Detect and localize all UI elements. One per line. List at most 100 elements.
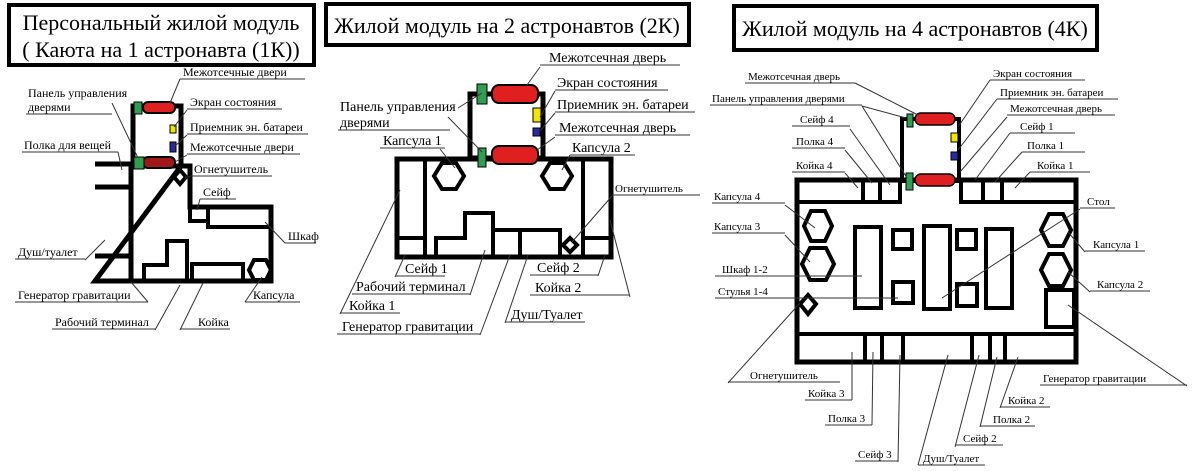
label-module-1k-labels-doors-top: Межотсечные двери [183, 65, 287, 79]
callout-module-2k-labels-door-top: Межотсечная дверь [526, 51, 680, 86]
extinguisher-1k [171, 166, 189, 188]
leader-line [954, 354, 980, 448]
callout-module-4k-labels-capsule-2: Капсула 2 [1067, 271, 1150, 293]
label-module-2k-labels-capsule-2: Капсула 2 [572, 141, 631, 156]
label-module-4k-labels-chairs: Стулья 1-4 [718, 286, 768, 298]
callout-module-1k-labels-wardrobe: Шкаф [264, 221, 319, 244]
label-module-1k-labels-safe: Сейф [203, 185, 231, 199]
chair-3-4k [891, 280, 915, 305]
top-strip-left-4k [795, 178, 902, 204]
title-2k: Жилой модуль на 2 астронавтов (2К) [334, 13, 680, 38]
leader-line [727, 302, 801, 384]
door-panel-top-1k [133, 101, 143, 115]
capsule-2-4k [1038, 252, 1074, 288]
label-module-2k-labels-extinguisher: Огнетушитель [615, 183, 683, 195]
label-module-4k-labels-shelf-4: Полка 4 [796, 136, 834, 148]
status-screen-4k [950, 132, 959, 143]
label-module-2k-labels-panel-2: дверями [340, 116, 390, 131]
label-module-1k-labels-panel-1: Панель управления [28, 86, 128, 100]
title-box-2k [324, 2, 691, 47]
door-bottom-1k [142, 156, 176, 169]
leader-line [264, 221, 286, 244]
callout-module-2k-labels-door-bottom: Межотсечная дверь [536, 121, 690, 151]
capsule-2-2k [539, 161, 575, 191]
label-module-4k-labels-wardrobe: Шкаф 1-2 [722, 264, 768, 276]
capsule-3-4k [799, 246, 837, 282]
label-module-4k-labels-panel: Панель управления дверями [712, 93, 845, 105]
callout-module-1k-labels-shelf: Полка для вещей [22, 138, 123, 171]
door-panel-top-2k [476, 83, 488, 105]
callout-module-1k-labels-safe: Сейф [196, 185, 236, 211]
battery-receiver-1k [169, 141, 177, 153]
label-module-2k-labels-terminal: Рабочий терминал [356, 280, 466, 295]
leader-line [539, 112, 556, 132]
leader-line [974, 132, 1011, 181]
callout-module-4k-labels-bed-2: Койка 2 [999, 356, 1050, 409]
callout-module-2k-labels-capsule-1: Капсула 1 [380, 134, 456, 169]
callout-module-1k-labels-bed: Койка [179, 282, 230, 331]
label-module-1k-labels-gravity: Генератор гравитации [18, 288, 131, 302]
leader-line [469, 249, 486, 296]
leader-line [526, 66, 541, 86]
label-module-4k-labels-safe-4: Сейф 4 [800, 114, 834, 126]
leader-line [536, 136, 556, 151]
callout-module-1k-labels-extinguisher: Огнетушитель [185, 162, 272, 178]
extinguisher-4k [797, 291, 819, 318]
title-1k-line2: ( Каюта на 1 астронавта (1К)) [22, 37, 299, 62]
label-module-4k-labels-capsule-2: Капсула 2 [1097, 279, 1143, 291]
label-module-2k-labels-safe-2: Сейф 2 [537, 261, 580, 276]
callout-module-4k-labels-shelf-1: Полка 1 [994, 140, 1085, 183]
capsule-1k [246, 258, 274, 282]
callout-module-4k-labels-panel: Панель управления дверями [710, 93, 908, 179]
callout-module-1k-labels-doors-top: Межотсечные двери [169, 65, 305, 104]
callout-module-2k-labels-terminal: Рабочий терминал [352, 249, 486, 296]
door-top-1k [142, 101, 176, 114]
leader-line [609, 219, 631, 298]
callout-module-4k-labels-extinguisher: Огнетушитель [727, 302, 840, 384]
label-module-1k-labels-doors-bottom: Межотсечные двери [190, 140, 294, 154]
leader-line [457, 92, 483, 109]
callout-module-4k-labels-chairs: Стулья 1-4 [715, 286, 898, 299]
label-module-4k-labels-capsule-3: Капсула 3 [714, 221, 761, 233]
label-module-4k-labels-shelf-1: Полка 1 [1027, 140, 1064, 152]
callout-module-1k-labels-capsule: Капсула [244, 276, 300, 303]
callout-module-2k-labels-shower: Душ/Туалет [504, 254, 585, 324]
callout-module-4k-labels-bed-4: Койка 4 [792, 160, 859, 189]
door-bottom-4k [914, 173, 956, 187]
airlock-4k [900, 117, 961, 183]
status-screen-2k [532, 107, 542, 123]
leader-line [117, 151, 123, 171]
wardrobe-1k [206, 205, 273, 229]
leader-line [84, 239, 106, 261]
label-module-2k-labels-bed-2: Койка 2 [535, 281, 581, 296]
leader-line [854, 82, 919, 116]
module-2k: Жилой модуль на 2 астронавтов (2К) [324, 2, 691, 260]
terminal-1k [142, 239, 189, 281]
leader-line [130, 281, 149, 303]
leader-line [784, 234, 811, 263]
capsule-1-4k [1038, 212, 1074, 248]
extinguisher-2k [560, 235, 580, 255]
label-module-1k-labels-extinguisher: Огнетушитель [194, 162, 269, 176]
leader-line [861, 105, 908, 179]
leader-line [959, 116, 1008, 173]
leader-line [169, 78, 181, 104]
title-1k-line1: Персональный жилой модуль [23, 10, 300, 35]
module-1k: Персональный жилой модуль ( Каюта на 1 а… [7, 3, 316, 284]
callout-module-4k-labels-capsule-1: Капсула 1 [1067, 231, 1145, 253]
label-module-4k-labels-bed-2: Койка 2 [1008, 395, 1045, 407]
leader-line [244, 276, 263, 303]
top-strip-right-4k [959, 178, 1078, 204]
label-module-4k-labels-bed-4: Койка 4 [796, 160, 833, 172]
label-module-1k-labels-bed: Койка [198, 315, 229, 329]
label-module-1k-labels-panel-2: дверями [28, 100, 71, 114]
title-box-1k [7, 3, 316, 67]
leader-line [571, 195, 613, 243]
callout-module-2k-labels-battery: Приемник эн. батареи [539, 98, 695, 132]
capsule-1-2k [431, 161, 467, 191]
gravity-generator-4k [1044, 288, 1076, 329]
door-panel-bottom-2k [477, 147, 487, 168]
label-module-1k-labels-status-screen: Экран состояния [190, 95, 277, 109]
leader-line [173, 134, 188, 148]
